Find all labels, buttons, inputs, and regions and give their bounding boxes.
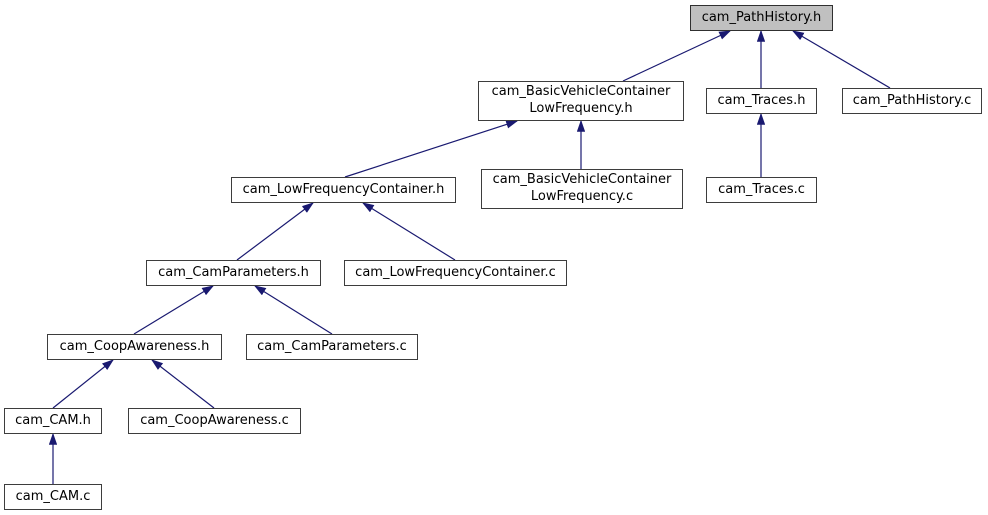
node-cam-basicvehiclecontainerlowfrequency-h[interactable]: cam_BasicVehicleContainer LowFrequency.h [478, 81, 684, 121]
node-cam-pathhistory-h[interactable]: cam_PathHistory.h [690, 5, 833, 31]
edge-coopawareness-c-to-coopawareness-h [151, 359, 215, 409]
node-cam-coopawareness-c[interactable]: cam_CoopAwareness.c [128, 408, 301, 434]
edge-lfc-c-to-lfc-h [361, 202, 456, 261]
edge-camparameters-h-to-lfc-h [236, 202, 314, 261]
edge-camparameters-c-to-camparameters-h [253, 285, 333, 335]
node-cam-lowfrequencycontainer-h[interactable]: cam_LowFrequencyContainer.h [231, 177, 456, 203]
edge-coopawareness-h-to-camparameters-h [133, 285, 215, 335]
node-cam-traces-h[interactable]: cam_Traces.h [706, 88, 817, 114]
node-cam-lowfrequencycontainer-c[interactable]: cam_LowFrequencyContainer.c [344, 260, 567, 286]
edge-pathhistory-c-to-pathhistory-h [791, 30, 891, 89]
node-cam-coopawareness-h[interactable]: cam_CoopAwareness.h [47, 334, 222, 360]
node-cam-camparameters-h[interactable]: cam_CamParameters.h [146, 260, 321, 286]
node-cam-cam-c[interactable]: cam_CAM.c [4, 484, 102, 510]
node-cam-basicvehiclecontainerlowfrequency-c[interactable]: cam_BasicVehicleContainer LowFrequency.c [481, 169, 683, 209]
edge-bvclf-h-to-pathhistory-h [622, 30, 732, 82]
edge-cam-h-to-coopawareness-h [52, 359, 114, 409]
node-cam-pathhistory-c[interactable]: cam_PathHistory.c [842, 88, 982, 114]
node-cam-camparameters-c[interactable]: cam_CamParameters.c [246, 334, 418, 360]
node-cam-cam-h[interactable]: cam_CAM.h [4, 408, 102, 434]
node-cam-traces-c[interactable]: cam_Traces.c [706, 177, 817, 203]
